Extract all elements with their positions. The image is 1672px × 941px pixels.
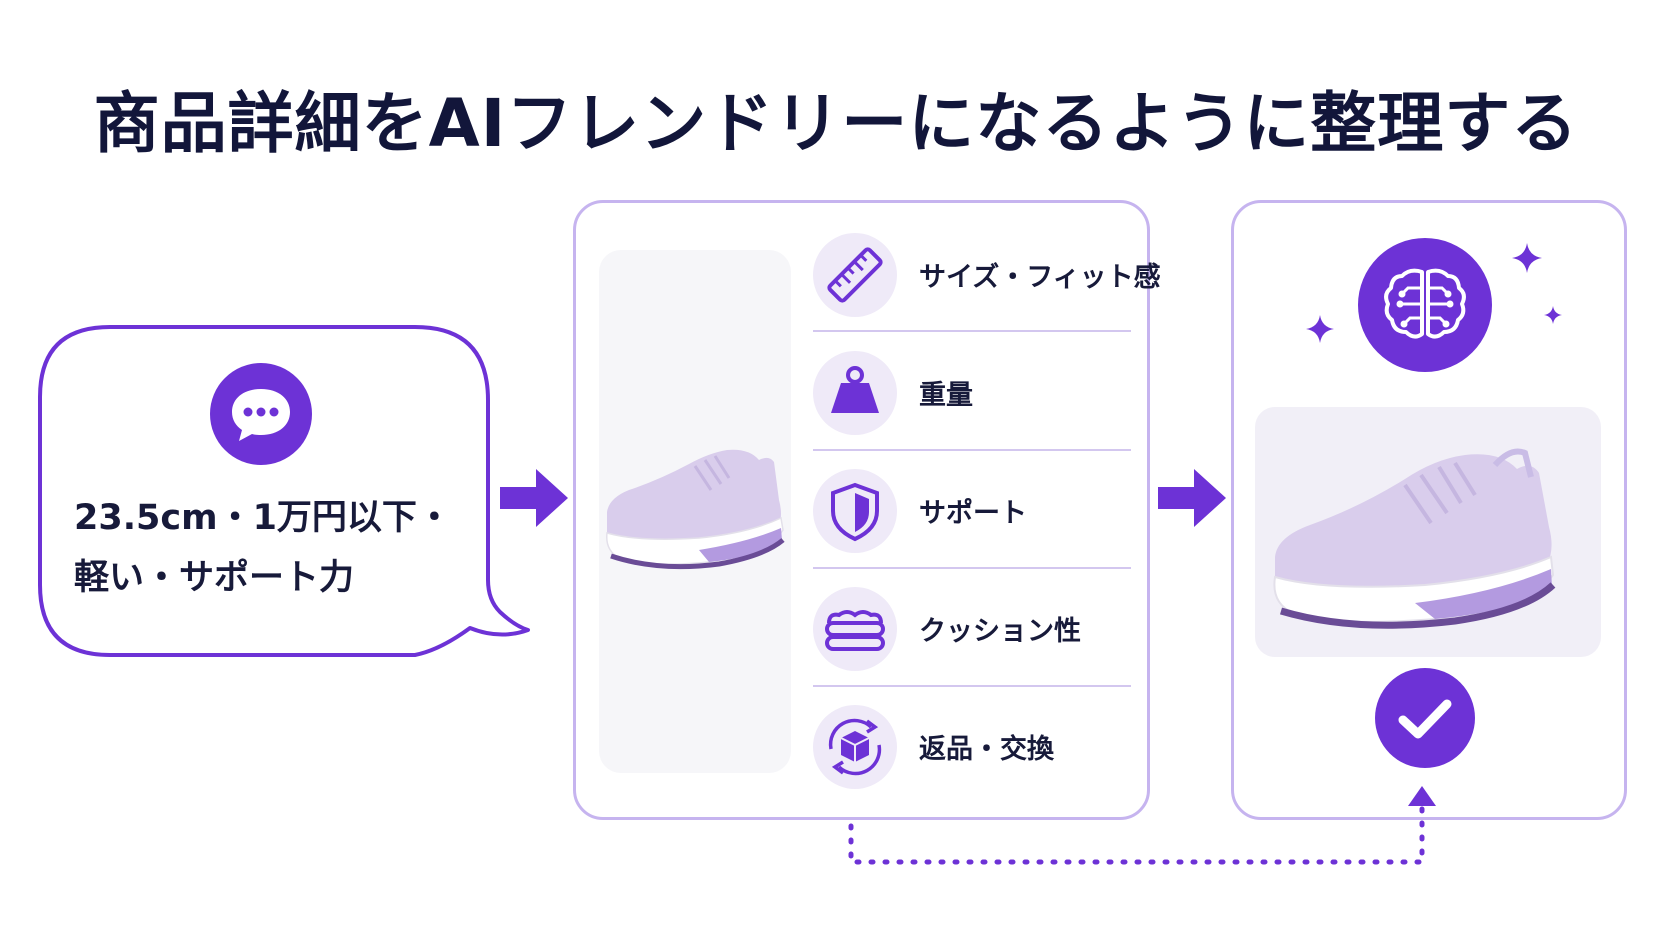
shoe-image [1273, 448, 1556, 629]
chat-bubble-icon [210, 363, 312, 465]
divider [813, 449, 1131, 451]
ruler-icon [813, 233, 897, 317]
ai-result-card [1231, 200, 1627, 820]
product-image-panel [599, 250, 791, 773]
speech-bubble [38, 325, 530, 657]
feature-label: サイズ・フィット感 [919, 262, 1161, 293]
checkmark-icon [1375, 668, 1475, 768]
feature-label: 返品・交換 [919, 734, 1054, 765]
feature-return: 返品・交換 [813, 691, 1131, 803]
result-product-image [1255, 407, 1601, 657]
feature-label: クッション性 [919, 616, 1081, 647]
page-title: 商品詳細をAIフレンドリーになるように整理する [93, 85, 1579, 162]
shoe-image [606, 449, 785, 570]
sparkle-icon [1544, 306, 1562, 324]
feature-support: サポート [813, 455, 1131, 567]
feature-weight: 重量 [813, 337, 1131, 449]
weight-icon [813, 351, 897, 435]
sparkle-icon [1306, 315, 1334, 343]
feature-cushion: クッション性 [813, 573, 1131, 685]
shield-icon [813, 469, 897, 553]
divider [813, 685, 1131, 687]
arrow-right-icon [1158, 469, 1226, 527]
cushion-icon [813, 587, 897, 671]
arrow-right-icon [500, 469, 568, 527]
return-box-icon [813, 705, 897, 789]
query-text: 23.5cm・1万円以下・ 軽い・サポート力 [74, 488, 474, 608]
query-line-1: 23.5cm・1万円以下・ [74, 498, 452, 538]
divider [813, 567, 1131, 569]
feature-label: サポート [919, 498, 1027, 529]
divider [813, 330, 1131, 332]
query-line-2: 軽い・サポート力 [74, 558, 355, 598]
brain-icon [1358, 238, 1492, 372]
sparkle-icon [1512, 243, 1542, 273]
feature-label: 重量 [919, 380, 973, 411]
product-detail-card: サイズ・フィット感 重量 サポート クッション [573, 200, 1161, 820]
feature-size-fit: サイズ・フィット感 [813, 219, 1161, 331]
